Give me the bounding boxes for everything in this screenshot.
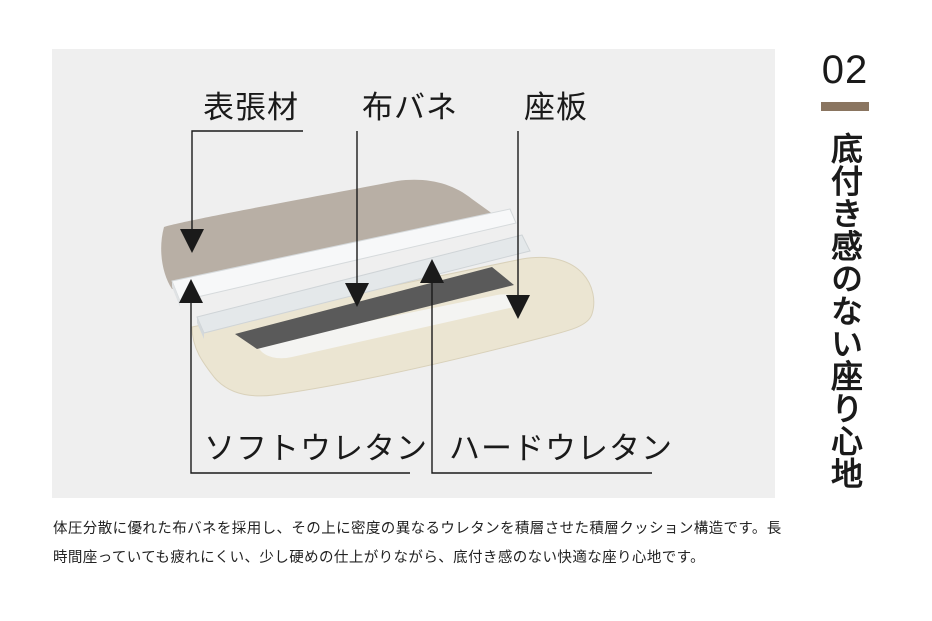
cushion-diagram [161,130,652,474]
feature-title: 底付き感のない座り心地 [826,132,864,490]
upholstery-shape [161,179,498,289]
label-seat-board: 座板 [524,90,588,126]
seat-board-cutout [257,294,518,359]
feature-accent-bar [821,102,869,111]
feature-number: 02 [821,48,869,92]
hard-urethane-arrow-up [420,259,444,283]
diagram-panel: 表張材 布バネ 座板 ソフトウレタン ハードウレタン [52,49,775,498]
soft-urethane-leader [190,295,410,474]
upholstery-leader [191,130,303,235]
fabric-spring-shape [235,267,514,349]
label-soft-urethane: ソフトウレタン [204,431,428,467]
soft-urethane-shape [171,208,517,302]
hard-urethane-leader [431,281,652,474]
label-fabric-spring: 布バネ [362,90,458,126]
soft-urethane-side [172,281,180,307]
label-upholstery: 表張材 [203,90,299,126]
soft-urethane-arrow-up [179,279,203,303]
seat-board-arrow-down [506,295,530,319]
label-hard-urethane: ハードウレタン [449,431,673,467]
hard-urethane-side [197,317,204,339]
upholstery-arrow-down [180,229,204,253]
description-text: 体圧分散に優れた布バネを採用し、その上に密度の異なるウレタンを積層させた積層クッ… [53,521,782,566]
fabric-spring-arrow-down [345,283,369,307]
